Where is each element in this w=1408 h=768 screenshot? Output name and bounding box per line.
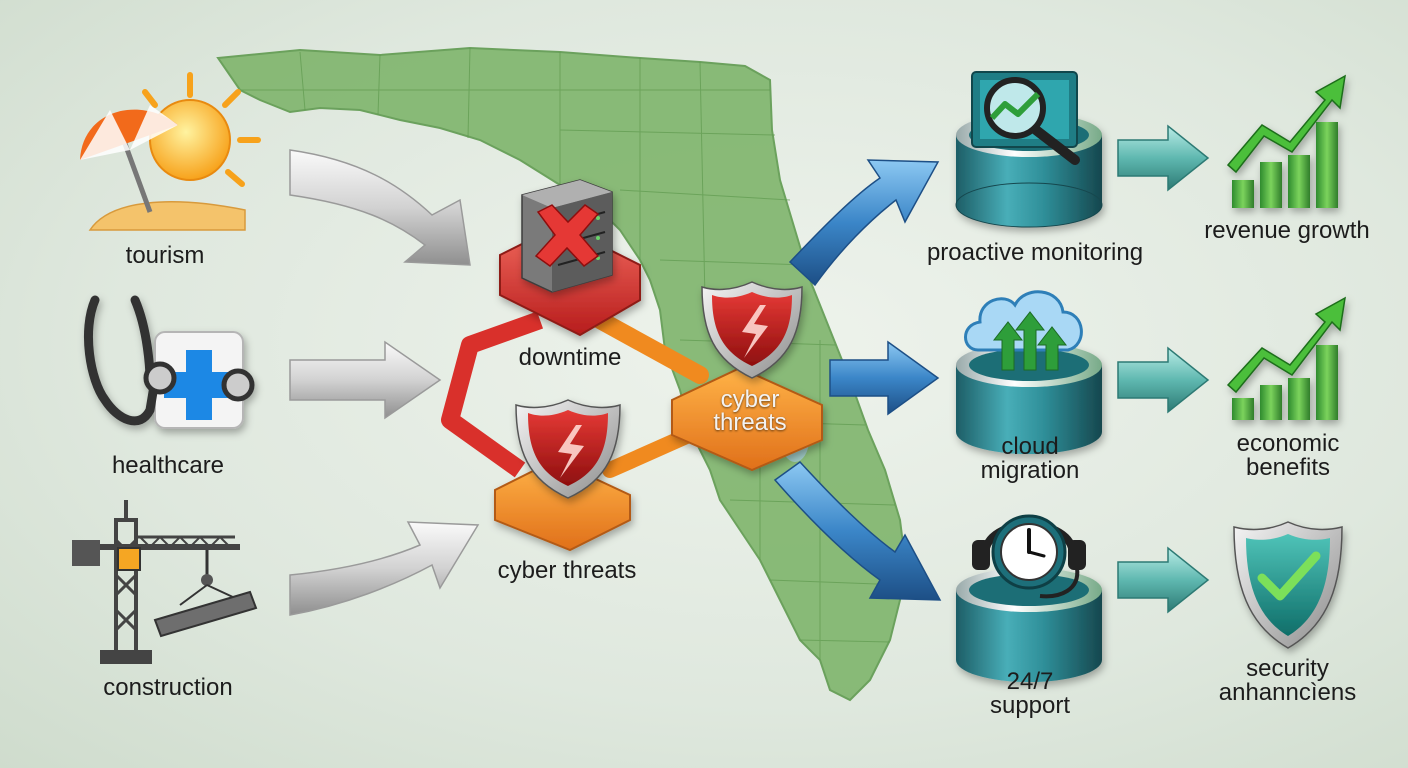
label-security: security anhanncìens xyxy=(1218,655,1357,706)
label-cyber-threats-right: cyber threats xyxy=(713,386,787,436)
arrow-healthcare-to-problems xyxy=(289,340,442,420)
arrow-to-support xyxy=(773,461,942,601)
clock-headset-icon xyxy=(972,514,1086,599)
label-proactive-monitoring: proactive monitoring xyxy=(926,239,1144,266)
arrow-to-proactive-monitoring xyxy=(788,159,940,287)
shield-check-icon xyxy=(1233,521,1343,649)
magnifier-chart-icon xyxy=(971,71,1080,165)
label-revenue-growth: revenue growth xyxy=(1204,217,1370,244)
arrow-to-security xyxy=(1117,546,1210,614)
label-tourism: tourism xyxy=(125,242,205,269)
arrow-to-economic-benefits xyxy=(1117,346,1210,414)
arrow-construction-to-problems xyxy=(289,521,480,616)
bar-chart-growth-icon xyxy=(1226,74,1346,208)
cloud-upload-icon xyxy=(964,290,1083,371)
label-construction: construction xyxy=(103,674,233,701)
arrow-to-cloud-migration xyxy=(829,340,940,416)
label-cyber-threats-center: cyber threats xyxy=(497,557,637,584)
broken-shield-icon xyxy=(701,281,803,379)
support-cylinder xyxy=(956,568,1102,682)
label-economic-benefits: economic benefits xyxy=(1236,430,1340,481)
crane-icon xyxy=(72,500,258,664)
server-error-icon xyxy=(521,179,613,293)
broken-shield-icon xyxy=(515,399,621,499)
label-cloud-migration: cloud migration xyxy=(980,433,1080,484)
arrow-tourism-to-downtime xyxy=(289,149,471,266)
arrow-to-revenue-growth xyxy=(1117,124,1210,192)
beach-umbrella-sun-icon xyxy=(80,72,261,231)
label-support: 24/7 support xyxy=(989,668,1071,719)
label-downtime: downtime xyxy=(518,344,622,371)
label-healthcare: healthcare xyxy=(111,452,225,479)
stethoscope-medical-cross-icon xyxy=(83,295,255,429)
bar-chart-growth-icon xyxy=(1226,296,1346,420)
